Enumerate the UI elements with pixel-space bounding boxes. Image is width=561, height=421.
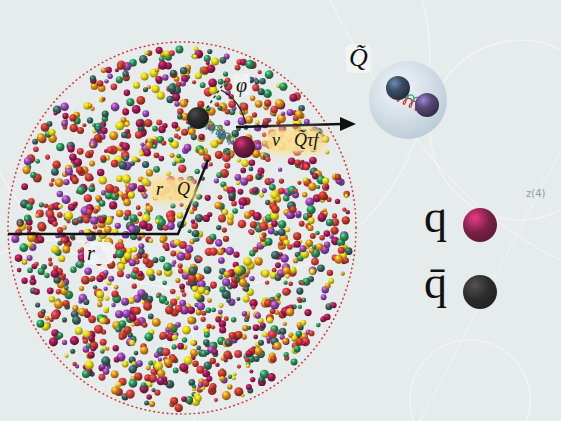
plasma-particles <box>11 46 352 413</box>
displacement-label: v⃗Q̃τf <box>268 131 322 151</box>
watermark: z(4) <box>526 188 545 199</box>
legend-swatch <box>463 208 497 242</box>
position-label: r⃗ <box>84 242 113 264</box>
position-label: r⃗Q <box>152 180 194 200</box>
angle-ray <box>207 80 226 108</box>
legend-swatch <box>463 275 497 309</box>
fireball-boundary <box>8 42 356 414</box>
quark-pair <box>187 107 255 158</box>
position-vectors <box>8 160 208 234</box>
legend-text: q̄ <box>424 258 447 309</box>
hadron <box>369 61 447 139</box>
arrow-head <box>340 117 356 131</box>
legend-text: q <box>424 192 447 243</box>
velocity-arrow <box>236 124 342 127</box>
hadron-symbol: Q̃ <box>346 44 371 73</box>
angle-symbol: φ <box>233 74 250 96</box>
